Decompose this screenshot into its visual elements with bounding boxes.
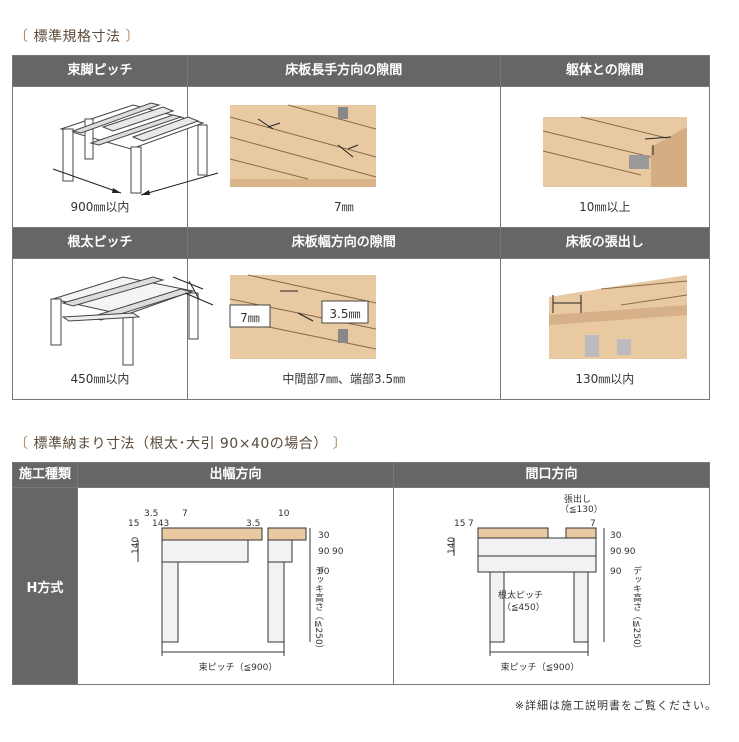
dim-label: 7 <box>590 519 596 529</box>
bracket-open: 〔 <box>14 29 29 45</box>
post-pitch-label: 束ピッチ（≦900） <box>198 663 278 673</box>
header-lengthwise-gap: 床板長手方向の隙間 <box>186 55 501 87</box>
projection-direction-diagram: 3.5 7 15 143 3.5 10 140 30 90 90 90 <box>128 509 344 656</box>
caption-overhang: 130㎜以内 <box>575 372 635 386</box>
dim-label: 140 <box>447 537 457 554</box>
section-title-text: 標準納まり寸法（根太･大引 90×40の場合） <box>33 436 328 452</box>
dim-label: 10 <box>278 509 290 519</box>
dim-label: 90 <box>610 567 622 577</box>
building-gap-icon <box>542 116 687 187</box>
deck-board-width-gap-icon <box>229 274 377 359</box>
header-projection-direction: 出幅方向 <box>77 462 394 488</box>
caption-width-gap: 中間部7㎜、端部3.5㎜ <box>282 372 406 386</box>
bracket-open: 〔 <box>14 436 29 452</box>
dim-label: 90 <box>610 547 622 557</box>
row-label-h-type: H方式 <box>12 487 78 685</box>
dim-label: 3.5 <box>246 519 260 529</box>
dim-label: 15 <box>128 519 139 529</box>
dim-label: 7 <box>468 519 474 529</box>
caption-building-gap: 10㎜以上 <box>579 200 631 214</box>
header-overhang: 床板の張出し <box>499 227 711 259</box>
header-building-gap: 躯体との隙間 <box>499 55 711 87</box>
post-pitch-label: 束ピッチ（≦900） <box>500 663 580 673</box>
bracket-close: 〕 <box>332 436 348 452</box>
overhang-label: 張出し <box>564 495 592 505</box>
dim-label: 90 <box>318 547 330 557</box>
dim-label: 30 <box>318 531 330 541</box>
label-gap-middle: 7㎜ <box>240 311 260 325</box>
section-title-standard-dimensions: 〔 標準規格寸法 〕 <box>14 26 140 46</box>
caption-post-pitch: 900㎜以内 <box>70 200 130 214</box>
joist-pitch-label: 根太ピッチ <box>498 591 544 601</box>
header-frontage-direction: 間口方向 <box>393 462 710 488</box>
caption-joist-pitch: 450㎜以内 <box>70 372 130 386</box>
frame-post-pitch-icon <box>52 102 219 196</box>
deck-height-label: デッキ高さ（≦250） <box>313 566 323 654</box>
deck-height-label: デッキ高さ（≦250） <box>631 566 641 654</box>
section-title-text: 標準規格寸法 <box>33 29 121 45</box>
frontage-direction-diagram: 15 7 7 140 30 90 90 90 <box>447 519 636 656</box>
header-post-pitch: 束脚ピッチ <box>12 55 188 87</box>
cell-width-gap: 7㎜ 3.5㎜ 中間部7㎜、端部3.5㎜ <box>186 258 501 400</box>
caption-lengthwise-gap: 7㎜ <box>333 200 354 214</box>
dim-label: 90 <box>624 547 636 557</box>
cell-frontage-diagram: 15 7 7 140 30 90 90 90 張出し （≦130） 根太ピッチ … <box>393 487 710 685</box>
cell-building-gap: 10㎜以上 <box>499 86 711 228</box>
footnote: ※詳細は施工説明書をご覧ください。 <box>514 699 717 712</box>
header-width-gap: 床板幅方向の隙間 <box>186 227 501 259</box>
deck-overhang-icon <box>548 275 687 359</box>
cell-overhang: 130㎜以内 <box>499 258 711 400</box>
deck-board-lengthwise-gap-icon <box>229 104 377 187</box>
dim-label: 140 <box>131 537 141 554</box>
spec-table: 束脚ピッチ 床板長手方向の隙間 躯体との隙間 <box>12 55 711 400</box>
dim-label: 3.5 <box>144 509 158 519</box>
joist-pitch-value: （≦450） <box>502 603 545 613</box>
overhang-value: （≦130） <box>560 505 603 515</box>
dim-label: 143 <box>152 519 169 529</box>
detail-table: 施工種類 出幅方向 間口方向 H方式 3.5 <box>12 462 710 685</box>
dim-label: 90 <box>332 547 344 557</box>
cell-joist-pitch: 450㎜以内 <box>12 258 214 400</box>
header-joist-pitch: 根太ピッチ <box>12 227 188 259</box>
cell-lengthwise-gap: 7㎜ <box>186 86 501 228</box>
dim-label: 7 <box>182 509 188 519</box>
label-gap-end: 3.5㎜ <box>329 307 361 321</box>
dim-label: 90 <box>318 567 330 577</box>
cell-post-pitch: 900㎜以内 <box>12 86 219 228</box>
cell-projection-diagram: 3.5 7 15 143 3.5 10 140 30 90 90 90 デッキ高… <box>77 487 394 685</box>
dim-label: 30 <box>610 531 622 541</box>
frame-joist-pitch-icon <box>50 276 214 366</box>
header-install-type: 施工種類 <box>12 462 78 488</box>
bracket-close: 〕 <box>125 29 140 45</box>
section-title-installation-dimensions: 〔 標準納まり寸法（根太･大引 90×40の場合） 〕 <box>14 433 347 453</box>
dim-label: 15 <box>454 519 465 529</box>
